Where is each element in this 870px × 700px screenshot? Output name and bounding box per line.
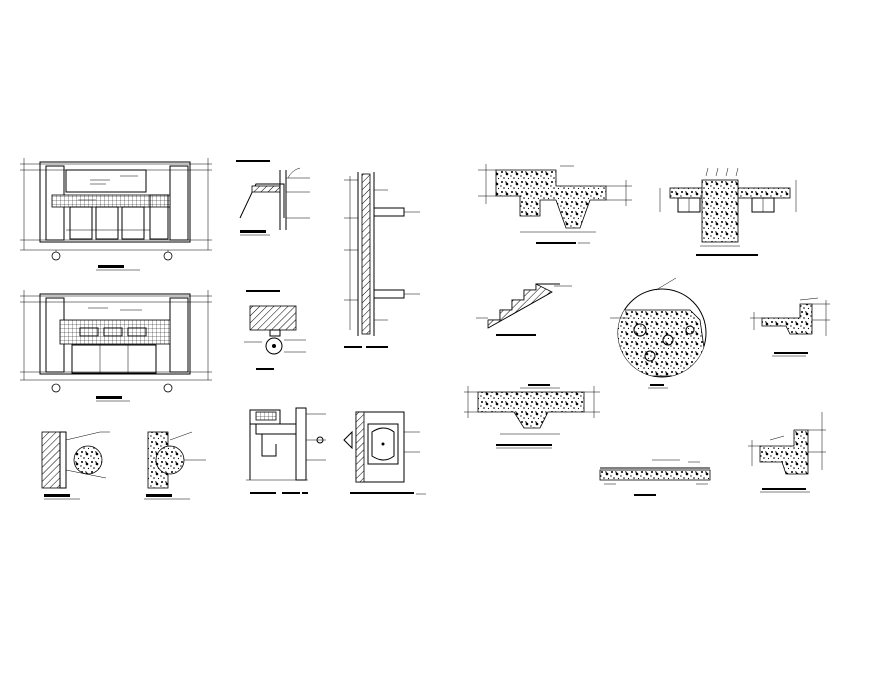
tall-wall-section: [344, 172, 420, 348]
wall-detail-a: [41, 431, 110, 500]
circle-enlargement: [610, 277, 707, 389]
drain-plan: [244, 290, 306, 370]
stair-detail: [476, 283, 572, 336]
corner-detail-a: [750, 297, 830, 357]
beam-section: [659, 167, 797, 256]
slab-recess-section: [464, 384, 600, 449]
wall-detail-b: [144, 431, 206, 500]
elevation-lower: [20, 290, 212, 402]
basin-plan: [343, 411, 426, 495]
corner-detail-b: [748, 412, 826, 493]
basin-section: [246, 407, 326, 494]
floor-strip-section: [599, 459, 711, 496]
step-slab-section: [478, 164, 632, 244]
partition-section: [236, 160, 310, 236]
elevation-upper: [20, 158, 212, 271]
